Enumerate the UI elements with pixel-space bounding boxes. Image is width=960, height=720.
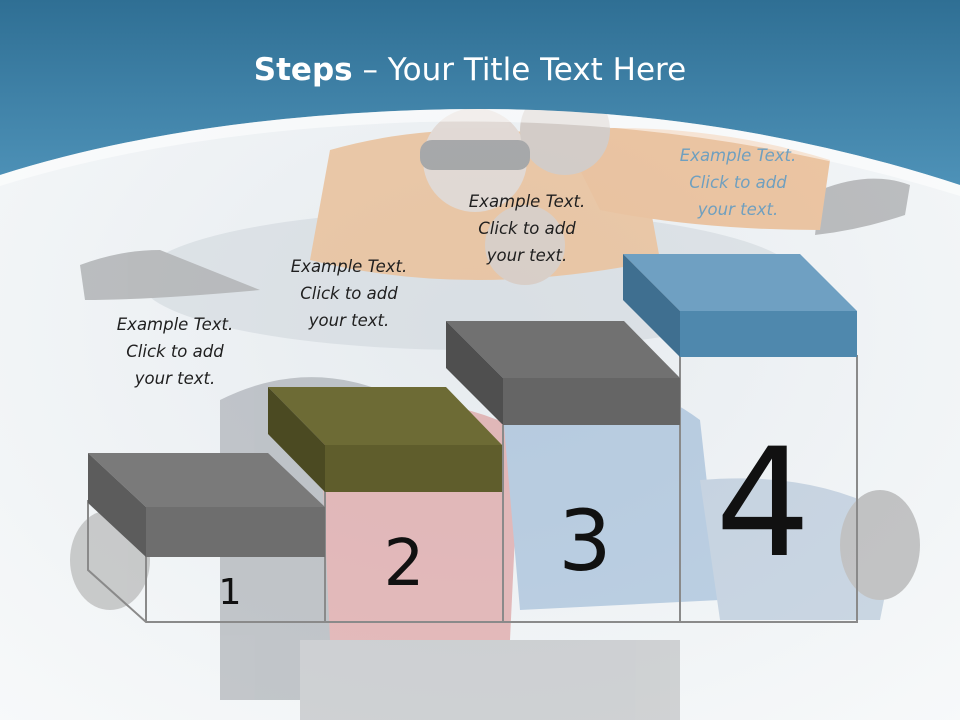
header-band (0, 0, 960, 185)
step-3-line1: Example Text. (468, 192, 586, 211)
step-4-line2: Click to add (689, 173, 787, 192)
step-1-line1: Example Text. (116, 315, 234, 334)
step-4-block[interactable] (623, 254, 857, 357)
step-4-line1: Example Text. (679, 146, 797, 165)
step-2-number: 2 (384, 527, 425, 601)
step-3-block[interactable] (446, 321, 680, 425)
step-1-line2: Click to add (126, 342, 224, 361)
step-1-block[interactable] (88, 453, 325, 557)
step-1-text[interactable]: Example Text. Click to add your text. (85, 311, 265, 392)
header-curve-highlight (0, 108, 960, 196)
step-2-text[interactable]: Example Text. Click to add your text. (259, 253, 439, 334)
step-2-line1: Example Text. (290, 257, 408, 276)
step-2-block[interactable] (268, 387, 502, 492)
step-3-text[interactable]: Example Text. Click to add your text. (437, 188, 617, 269)
title-bold: Steps (253, 52, 353, 88)
step-4-line3: your text. (697, 200, 779, 219)
step-3-line3: your text. (486, 246, 568, 265)
step-2-line2: Click to add (300, 284, 398, 303)
step-4-number: 4 (715, 417, 810, 591)
step-1-number: 1 (219, 572, 242, 613)
slide-title[interactable]: Steps – Your Title Text Here (0, 52, 940, 88)
step-4-text[interactable]: Example Text. Click to add your text. (648, 142, 828, 223)
step-3-line2: Click to add (478, 219, 576, 238)
step-1-line3: your text. (134, 369, 216, 388)
step-2-line3: your text. (308, 311, 390, 330)
step-3-number: 3 (558, 492, 611, 590)
title-rest: – Your Title Text Here (352, 52, 687, 88)
